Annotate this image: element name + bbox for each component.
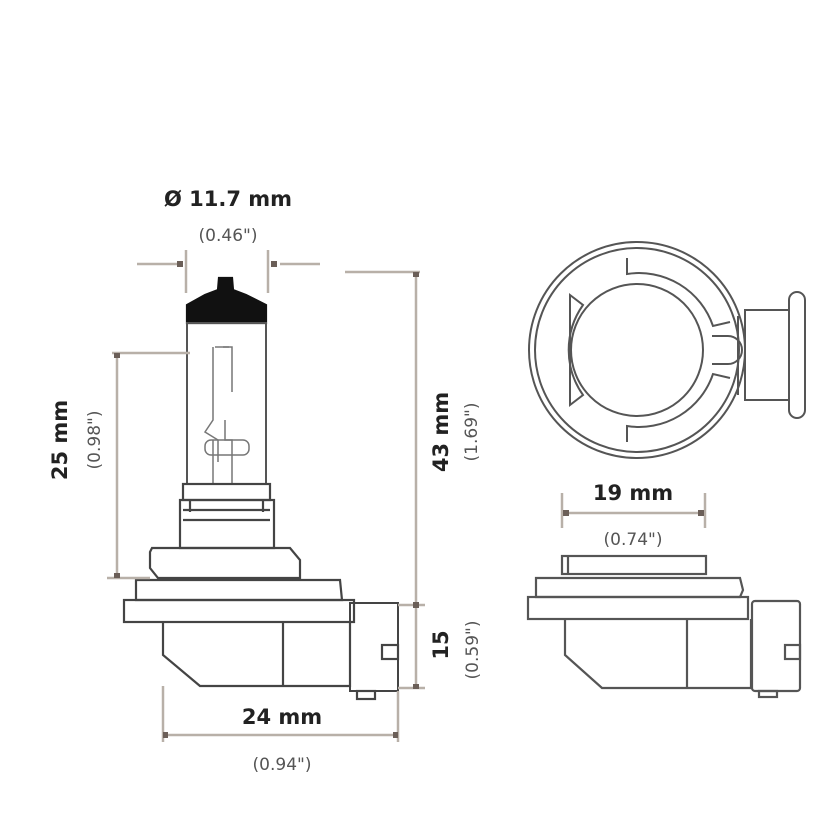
middle-flange <box>134 578 344 602</box>
filament <box>203 346 250 484</box>
glass-height-sub-label: (0.98") <box>85 411 105 470</box>
overall-height-sub-label: (1.69") <box>462 403 482 462</box>
bulb-collar <box>178 498 276 550</box>
flange-width-sub-label: (0.74") <box>604 530 663 550</box>
base-body <box>161 622 352 688</box>
flange-width-label: 19 mm <box>593 481 673 505</box>
dimension-markers-side <box>114 261 419 738</box>
diameter-label: Ø 11.7 mm <box>164 187 292 211</box>
overall-height-label: 43 mm <box>429 392 453 472</box>
base-side-view <box>526 554 802 699</box>
top-view <box>528 241 806 459</box>
base-width-sub-label: (0.94") <box>253 755 312 775</box>
lower-flange <box>122 598 356 624</box>
base-width-label: 24 mm <box>242 705 322 729</box>
side-view-bulb <box>122 276 400 701</box>
bulb-neck <box>181 482 272 502</box>
dimension-markers-flange <box>563 510 704 516</box>
glass-height-label: 25 mm <box>48 400 72 480</box>
base-height-label: 15 <box>429 630 453 659</box>
dimension-lines-flange <box>560 493 707 528</box>
dimension-labels-side: Ø 11.7 mm (0.46") 25 mm (0.98") 43 mm (1… <box>48 187 483 775</box>
upper-flange <box>148 546 302 580</box>
connector-foot <box>355 689 377 701</box>
diameter-sub-label: (0.46") <box>199 226 258 246</box>
bulb-cap <box>185 276 268 325</box>
base-height-sub-label: (0.59") <box>463 621 483 680</box>
connector <box>349 602 399 692</box>
connector-tab <box>380 643 400 661</box>
